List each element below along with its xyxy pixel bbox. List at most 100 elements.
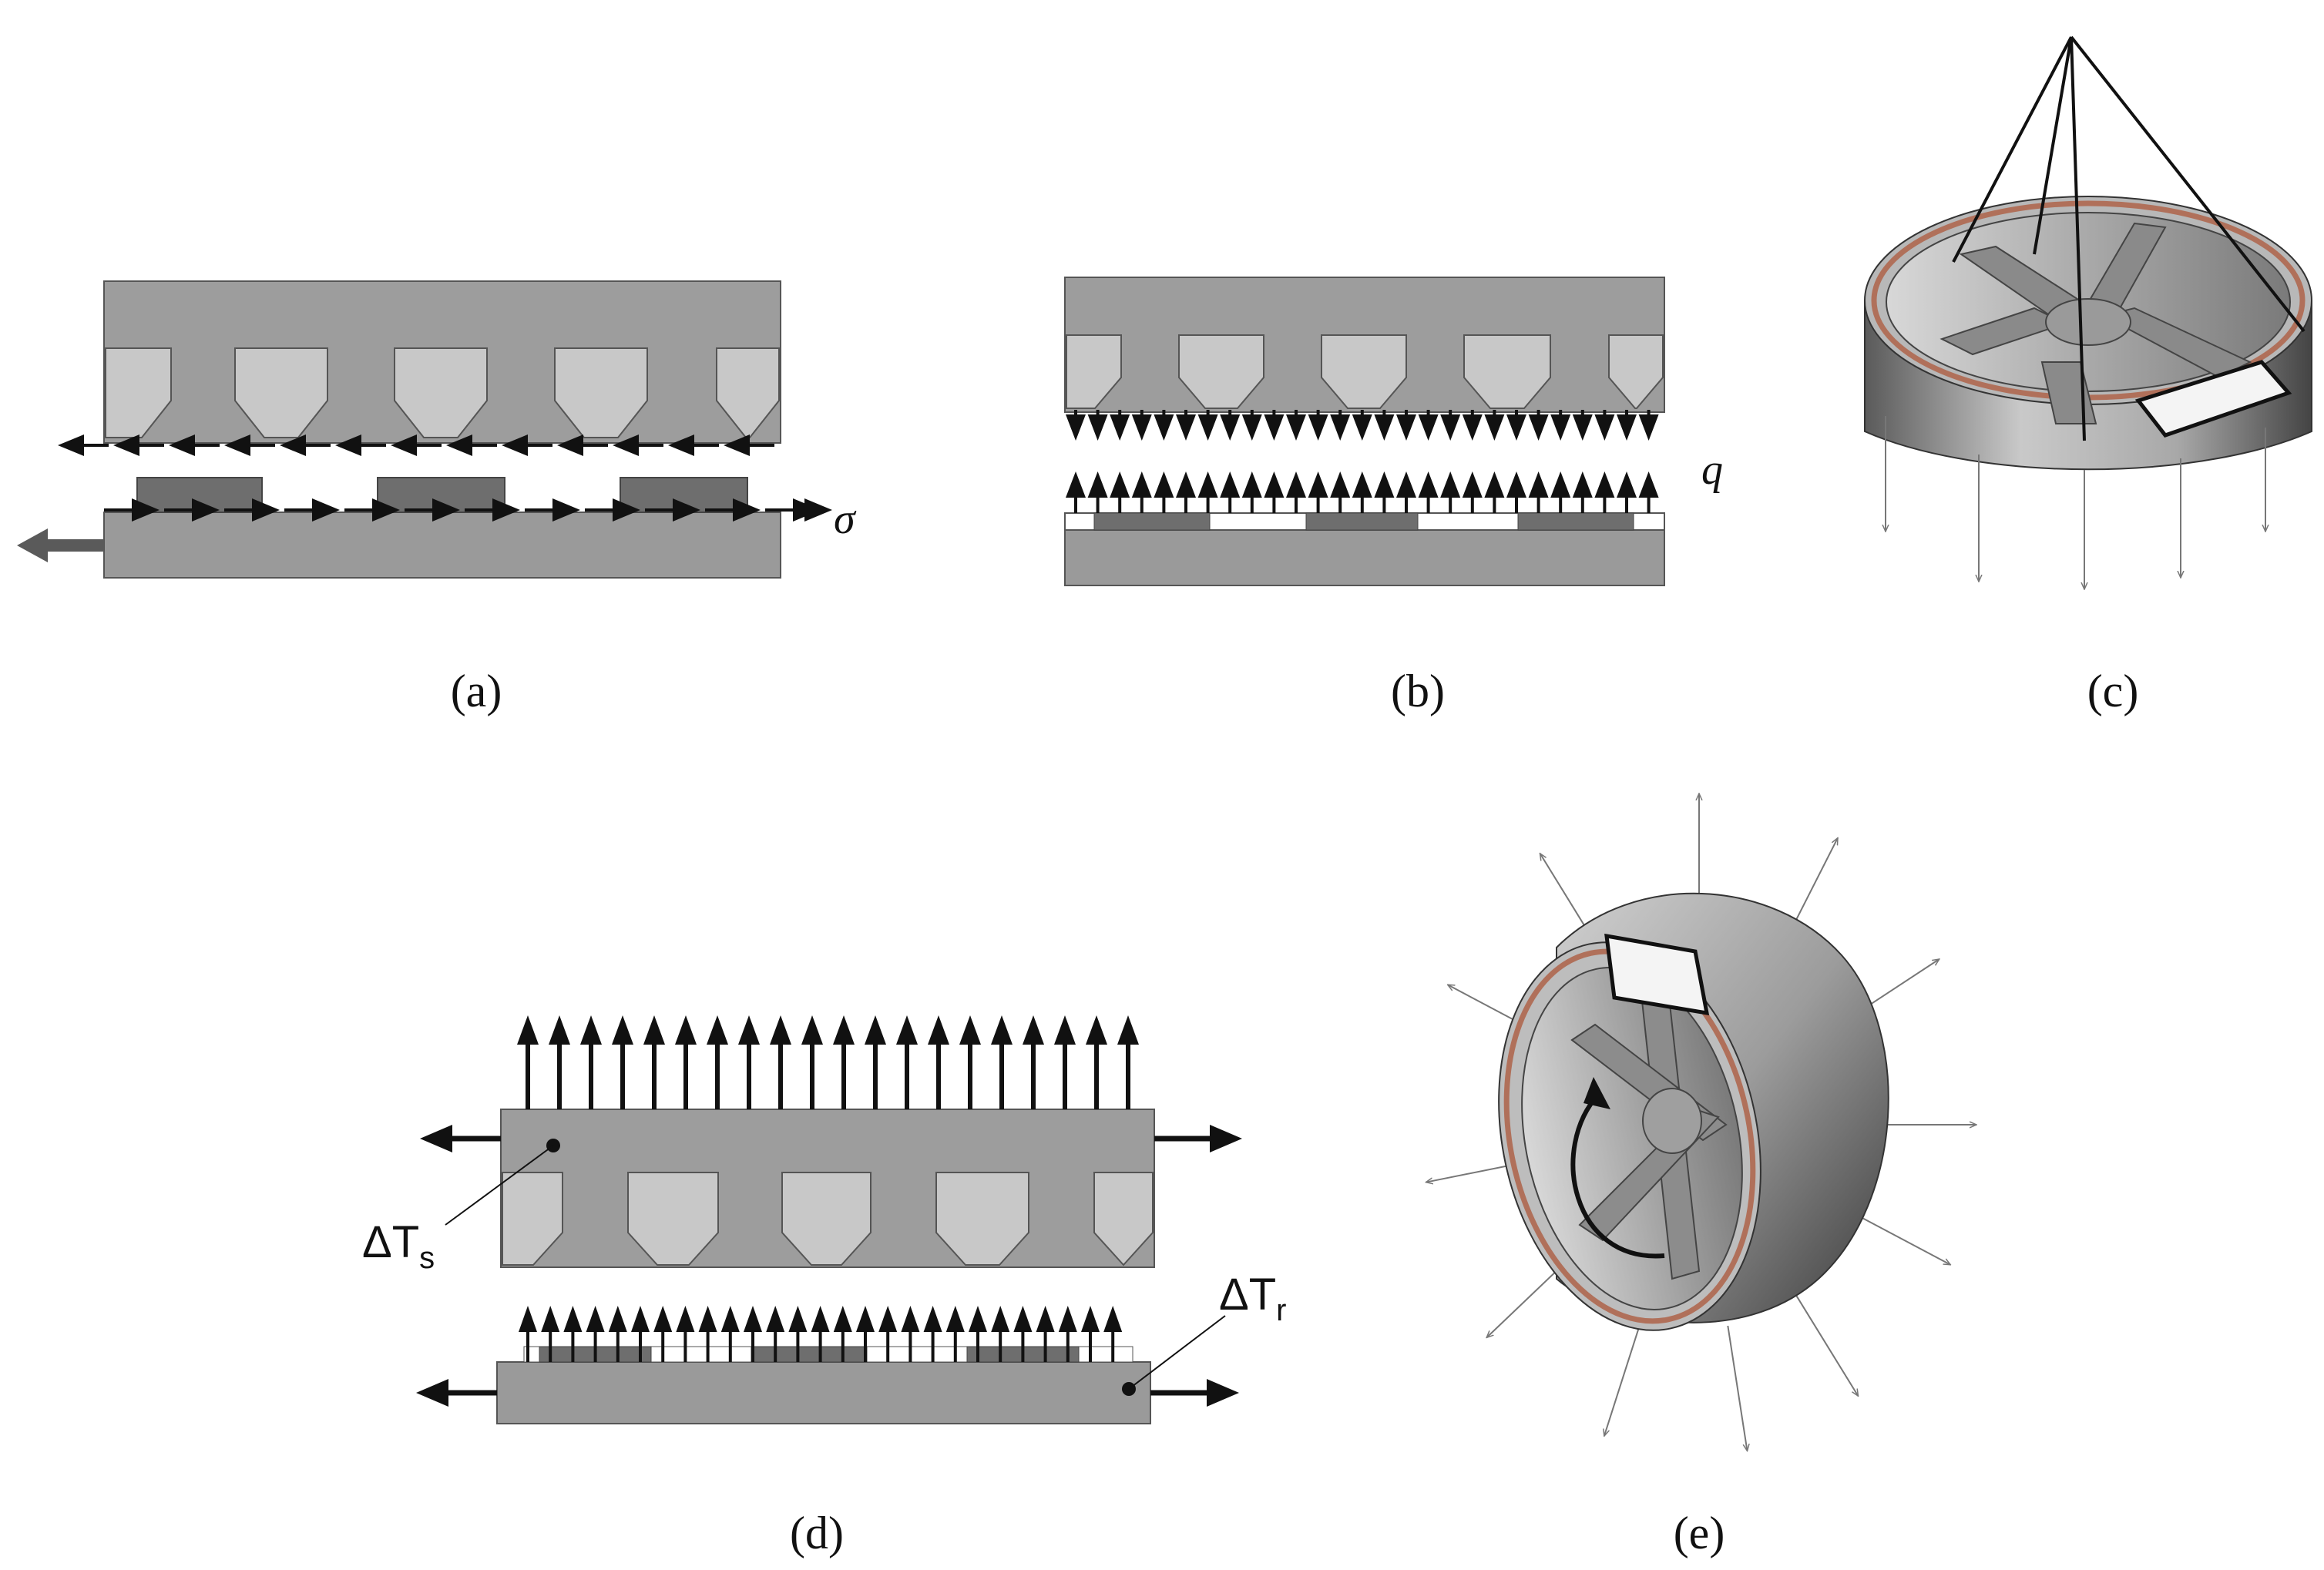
pressure-arrow-down-head: [1528, 414, 1549, 441]
radial-growth-arrow-stator-head: [1086, 1015, 1107, 1045]
shear-arrow-stator: [58, 434, 109, 456]
shear-arrow-rotor-head: [613, 498, 640, 522]
shear-arrow-rotor: [465, 498, 520, 522]
pressure-arrow-down-head: [1572, 414, 1593, 441]
pressure-arrow-down: [1087, 410, 1108, 441]
pressure-arrow-up: [1418, 471, 1439, 513]
pressure-arrow-down: [1110, 410, 1130, 441]
shear-arrow-stator: [335, 434, 386, 456]
q-label: q: [1701, 446, 1723, 494]
radial-growth-arrow-rotor-head: [833, 1306, 852, 1332]
radial-growth-arrow-stator: [1117, 1015, 1139, 1109]
pressure-arrow-up: [1617, 471, 1637, 513]
detail-box-e: [1604, 933, 1710, 1016]
pressure-arrow-up-head: [1617, 471, 1637, 498]
radial-growth-arrow-rotor-head: [676, 1306, 695, 1332]
pressure-arrow-up-head: [1176, 471, 1196, 498]
radial-growth-arrow-rotor-head: [744, 1306, 762, 1332]
pressure-arrow-down-head: [1506, 414, 1526, 441]
shear-arrow-rotor-head: [132, 498, 160, 522]
radial-growth-arrow-stator-head: [770, 1015, 791, 1045]
pressure-arrow-down: [1440, 410, 1461, 441]
radial-growth-arrow-stator: [612, 1015, 633, 1109]
radial-growth-arrow-rotor-head: [1103, 1306, 1123, 1332]
radial-growth-arrow-stator-head: [675, 1015, 697, 1045]
shear-arrow-stator: [224, 434, 275, 456]
radial-growth-arrow-stator: [1054, 1015, 1076, 1109]
shear-arrow-stator-head: [446, 434, 472, 456]
pressure-arrow-up-head: [1330, 471, 1351, 498]
shear-arrow-stator: [613, 434, 663, 456]
radial-growth-arrow-rotor: [676, 1306, 695, 1362]
radial-growth-arrow-rotor: [541, 1306, 560, 1362]
shear-arrow-rotor-head: [312, 498, 340, 522]
stator-slot: [1321, 334, 1407, 409]
radial-growth-arrow-stator: [896, 1015, 918, 1109]
radial-growth-arrow-rotor-head: [631, 1306, 650, 1332]
pressure-arrow-down: [1484, 410, 1505, 441]
shear-arrow-rotor: [705, 498, 761, 522]
radial-growth-arrow-stator: [675, 1015, 697, 1109]
pressure-arrow-up-head: [1197, 471, 1218, 498]
sigma-label: σ: [834, 495, 857, 543]
rotor-expansion-left-head: [416, 1379, 448, 1407]
pressure-arrow-down: [1462, 410, 1483, 441]
pressure-arrow-up: [1066, 471, 1086, 513]
pressure-arrow-down-head: [1352, 414, 1372, 441]
radial-growth-arrow-stator: [959, 1015, 981, 1109]
pressure-arrow-up-head: [1374, 471, 1395, 498]
shear-arrow-stator: [502, 434, 552, 456]
radial-growth-arrow-stator: [738, 1015, 760, 1109]
pressure-arrow-down-head: [1440, 414, 1461, 441]
lifting-cables: [1952, 35, 2306, 441]
radial-growth-arrow-stator: [801, 1015, 823, 1109]
pressure-arrow-up-head: [1308, 471, 1328, 498]
radial-growth-arrow-stator-head: [833, 1015, 855, 1045]
shear-arrow-stator-head: [113, 434, 139, 456]
shear-arrow-stator-head: [613, 434, 639, 456]
pressure-arrow-down-head: [1462, 414, 1483, 441]
radial-growth-arrow-stator-head: [643, 1015, 665, 1045]
pressure-arrow-up-head: [1087, 471, 1108, 498]
shear-arrow-rotor-head: [552, 498, 580, 522]
stator-expansion-right-head: [1210, 1125, 1242, 1152]
pressure-arrow-up: [1484, 471, 1505, 513]
shear-arrow-stator-head: [391, 434, 417, 456]
radial-growth-arrow-rotor-head: [991, 1306, 1010, 1332]
stator-slot: [394, 347, 488, 438]
pressure-arrow-up: [1638, 471, 1659, 513]
pressure-arrow-up-head: [1440, 471, 1461, 498]
radial-growth-arrow-rotor: [833, 1306, 852, 1362]
radial-growth-arrow-rotor: [744, 1306, 762, 1362]
machine-3d-rotating: [1498, 892, 1889, 1331]
rotor-reaction-arrow: [17, 528, 104, 562]
pressure-arrow-down: [1197, 410, 1218, 441]
radial-growth-arrow-rotor-head: [563, 1306, 583, 1332]
pressure-arrow-up: [1286, 471, 1306, 513]
stator-expansion-left: [420, 1125, 501, 1152]
radial-growth-arrow-rotor: [1036, 1306, 1055, 1362]
pressure-arrow-down: [1572, 410, 1593, 441]
radial-growth-arrow-rotor-head: [586, 1306, 605, 1332]
radial-growth-arrow-rotor-head: [541, 1306, 560, 1332]
radial-growth-arrow-stator: [1086, 1015, 1107, 1109]
pressure-arrow-down-head: [1617, 414, 1637, 441]
panel-c: (c): [1864, 35, 2312, 716]
radial-growth-arrow-rotor: [586, 1306, 605, 1362]
pressure-arrow-up-head: [1241, 471, 1262, 498]
shear-arrow-stator: [113, 434, 164, 456]
pressure-arrow-up: [1374, 471, 1395, 513]
thermal-expansion-arrows: [416, 1015, 1242, 1407]
shear-arrow-stator-head: [557, 434, 583, 456]
pressure-arrow-down-head: [1594, 414, 1615, 441]
shear-arrow-stator: [724, 434, 774, 456]
stator-temp-label: ΔTs: [362, 1217, 435, 1275]
pressure-arrow-down: [1330, 410, 1351, 441]
pressure-arrow-down-head: [1396, 414, 1416, 441]
rotor-section-b: [1064, 512, 1665, 586]
radial-growth-arrow-rotor: [1103, 1306, 1123, 1362]
radial-growth-arrow-rotor-head: [1058, 1306, 1077, 1332]
radial-growth-arrow-rotor: [878, 1306, 898, 1362]
radial-growth-arrow-stator: [928, 1015, 949, 1109]
pressure-arrow-up: [1308, 471, 1328, 513]
